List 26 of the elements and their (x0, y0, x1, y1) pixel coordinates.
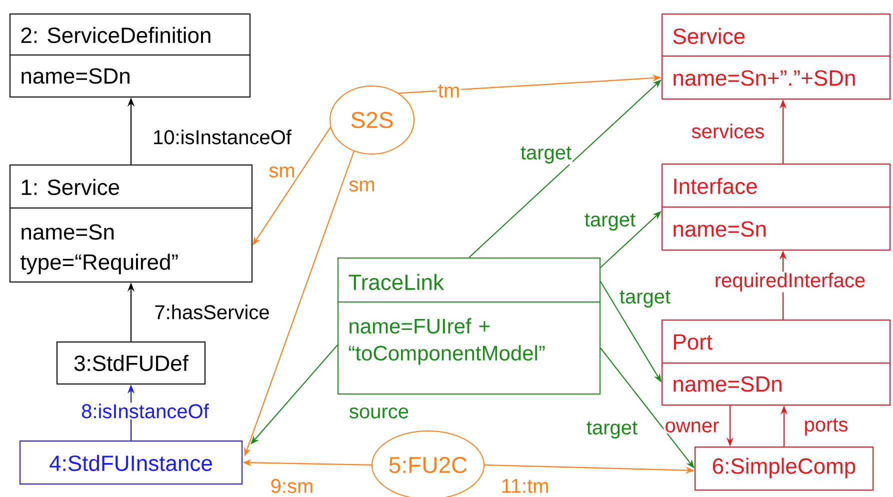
edge-label: sm (348, 180, 376, 192)
class-box: Port name=SDn (662, 320, 890, 406)
edge-label: owner (664, 420, 720, 434)
edge-label: requiredInterface (713, 272, 867, 292)
edge-label: target (519, 145, 573, 165)
edge-label: source (348, 406, 410, 420)
class-box: TraceLink name=FUIref + “toComponentModel” (338, 258, 600, 394)
edge-label: target (618, 289, 672, 309)
edge-label: sm (268, 166, 296, 178)
edge-label: target (583, 212, 637, 232)
edge-label: ports (802, 417, 850, 437)
class-box: Interface name=Sn (662, 163, 890, 250)
edge-label: target (585, 420, 639, 440)
class-box: 6:SimpleComp (694, 446, 874, 490)
class-box: Service name=Sn+”.”+SDn (662, 14, 890, 100)
edge-label: 10:isInstanceOf (152, 128, 292, 146)
edge-label: tm (436, 83, 462, 99)
edge-label: 9:sm (269, 478, 315, 494)
class-box: 1: Service name=Sn type=“Required” (10, 164, 252, 282)
edge-label: 8:isInstanceOf (80, 402, 210, 420)
edge-label: 11:tm (500, 478, 550, 494)
edge-label: services (690, 122, 766, 140)
class-box: 2: ServiceDefinition name=SDn (10, 14, 250, 98)
edge-label: 7:hasService (153, 304, 271, 320)
class-box: 3:StdFUDef (56, 342, 206, 384)
class-box: 4:StdFUInstance (20, 440, 242, 484)
